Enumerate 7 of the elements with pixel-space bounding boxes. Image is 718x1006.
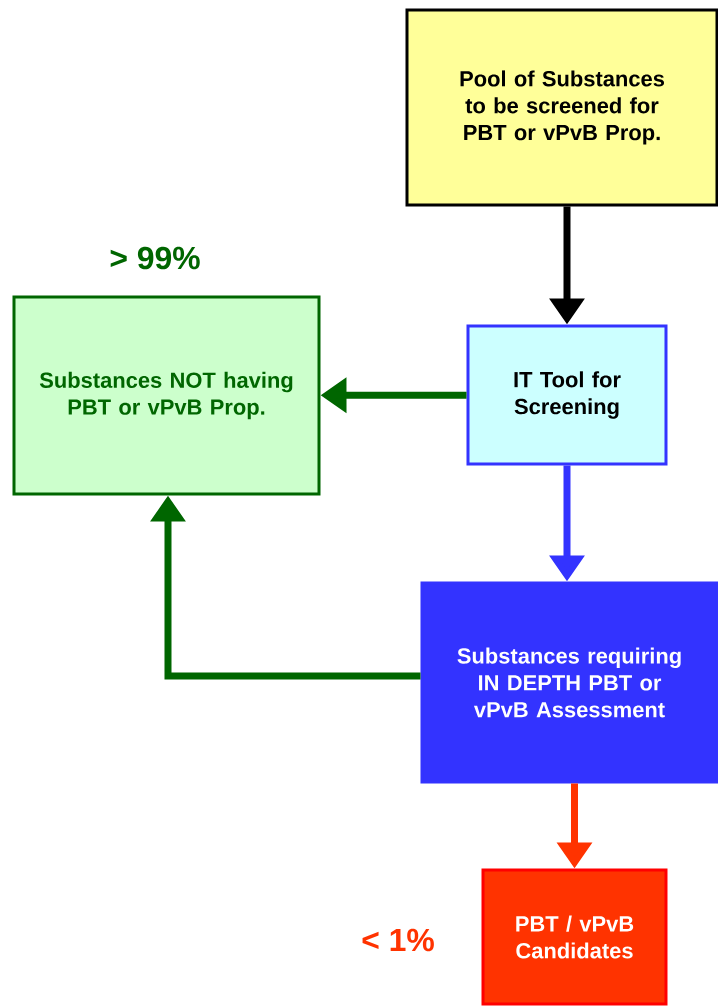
percentage-label: > 99% <box>110 246 200 270</box>
process-box: Substances NOT having PBT or vPvB Prop. <box>12 295 321 496</box>
process-box: Pool of Substances to be screened for PBT or vPvB Prop. <box>405 8 718 207</box>
percentage-label: < 1% <box>362 928 434 952</box>
process-box: PBT / vPvB Candidates <box>481 868 668 1006</box>
process-box: Substances requiring IN DEPTH PBT or vPvB Assessment <box>420 581 718 784</box>
process-box: IT Tool for Screening <box>466 324 668 466</box>
